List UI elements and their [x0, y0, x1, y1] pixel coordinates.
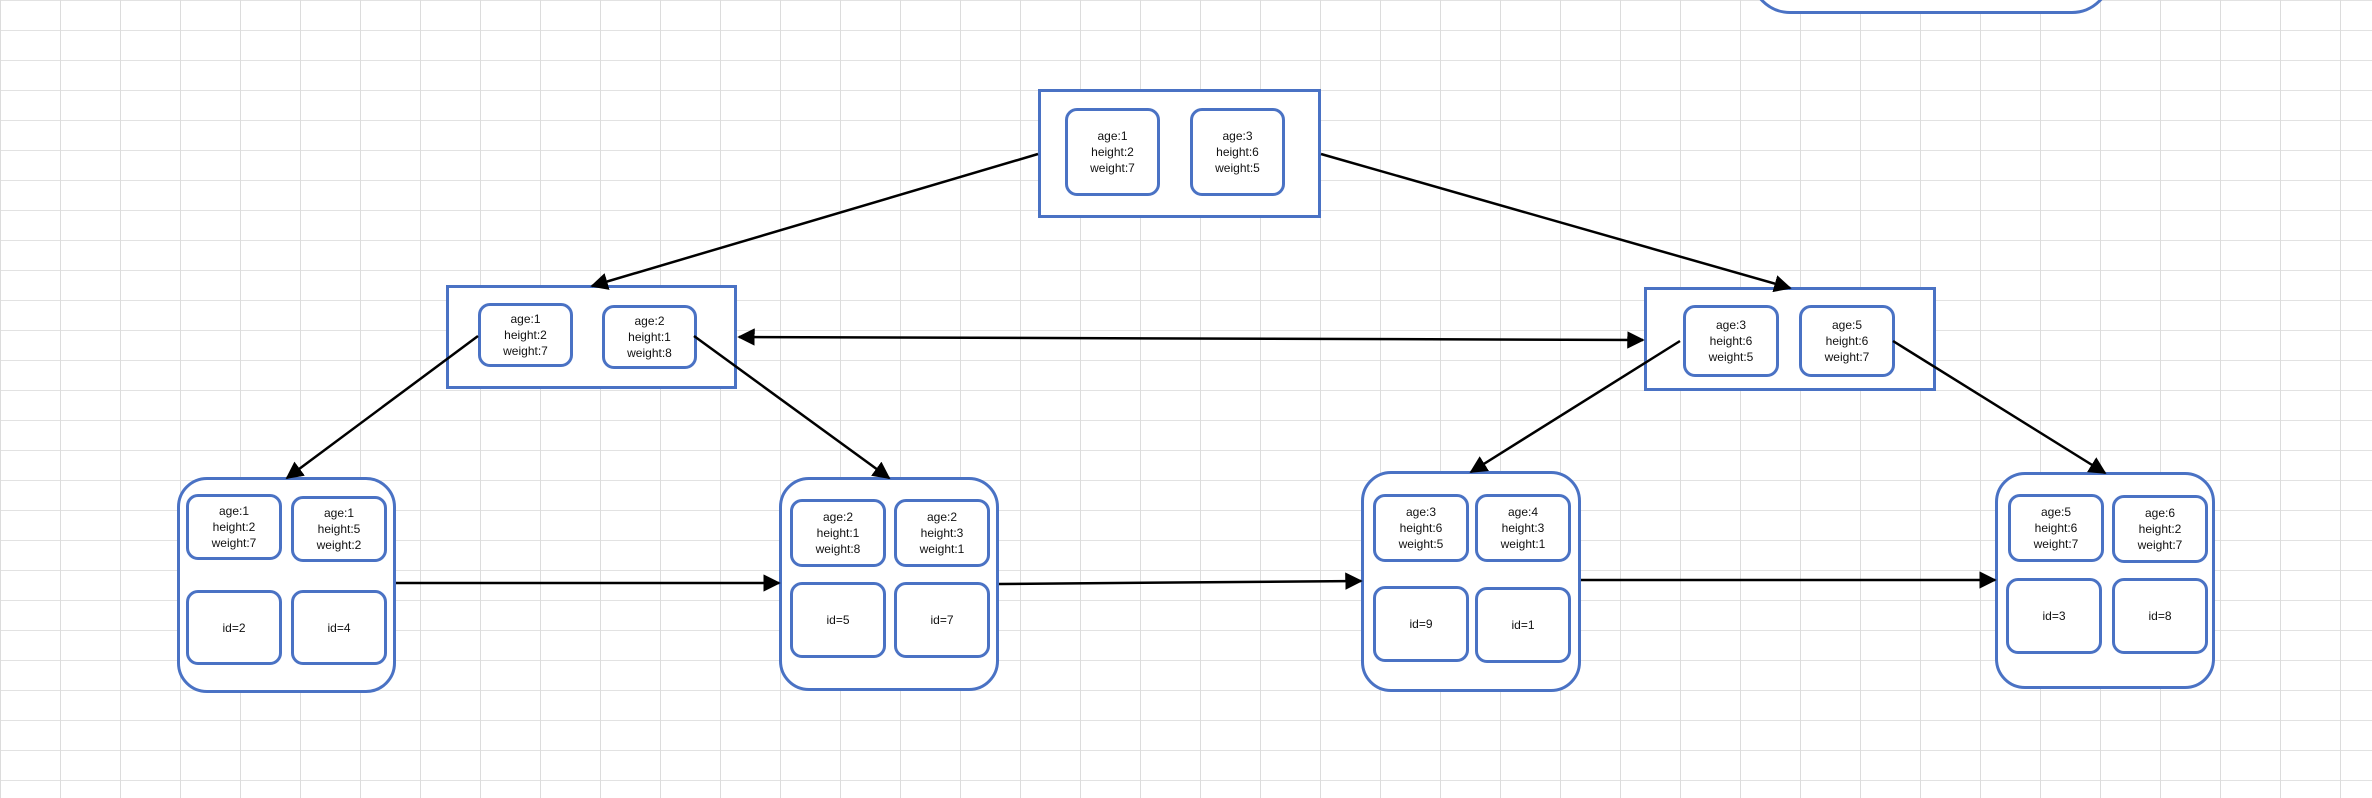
leaf4-id-2: id=8 — [2112, 578, 2208, 654]
inner-left-key-2: age:2 height:1 weight:8 — [602, 305, 697, 369]
key-weight: weight:8 — [815, 542, 861, 556]
leaf-node-4: age:5 height:6 weight:7 age:6 height:2 w… — [1995, 472, 2215, 689]
key-height: height:3 — [1501, 521, 1545, 535]
key-height: height:6 — [2034, 521, 2078, 535]
key-age: age:1 — [1097, 129, 1128, 143]
key-height: height:5 — [317, 522, 361, 536]
inner-left-key-1: age:1 height:2 weight:7 — [478, 303, 573, 367]
leaf1-key-1: age:1 height:2 weight:7 — [186, 494, 282, 560]
partial-shape-top-right — [1750, 0, 2112, 14]
edge-root-to-inner-left — [590, 152, 1039, 290]
key-height: height:2 — [504, 328, 547, 342]
leaf3-key-2: age:4 height:3 weight:1 — [1475, 494, 1571, 562]
leaf4-id-1: id=3 — [2006, 578, 2102, 654]
key-age: age:2 — [926, 510, 957, 524]
key-age: age:6 — [2144, 506, 2175, 520]
key-age: age:3 — [1715, 318, 1746, 332]
row-id: id=7 — [930, 613, 954, 627]
key-height: height:2 — [2138, 522, 2182, 536]
leaf2-id-1: id=5 — [790, 582, 886, 658]
leaf2-id-2: id=7 — [894, 582, 990, 658]
row-id: id=9 — [1409, 617, 1433, 631]
key-weight: weight:2 — [316, 538, 362, 552]
edge-root-to-inner-right — [1320, 152, 1792, 293]
key-age: age:2 — [822, 510, 853, 524]
key-height: height:1 — [816, 526, 860, 540]
key-weight: weight:5 — [1215, 161, 1260, 175]
edge-inner-left-inner-right — [737, 328, 1645, 349]
key-age: age:4 — [1507, 505, 1538, 519]
leaf-node-2: age:2 height:1 weight:8 age:2 height:3 w… — [779, 477, 999, 691]
key-weight: weight:7 — [211, 536, 257, 550]
key-weight: weight:1 — [919, 542, 965, 556]
inner-node-right: age:3 height:6 weight:5 age:5 height:6 w… — [1644, 287, 1936, 391]
leaf1-id-2: id=4 — [291, 590, 387, 665]
leaf1-key-2: age:1 height:5 weight:2 — [291, 496, 387, 562]
key-height: height:3 — [920, 526, 964, 540]
row-id: id=5 — [826, 613, 850, 627]
key-weight: weight:8 — [627, 346, 672, 360]
key-height: height:2 — [1091, 145, 1134, 159]
key-height: height:2 — [212, 520, 256, 534]
row-id: id=4 — [327, 620, 351, 635]
key-age: age:1 — [323, 506, 354, 520]
leaf-node-3: age:3 height:6 weight:5 age:4 height:3 w… — [1361, 471, 1581, 692]
leaf1-id-1: id=2 — [186, 590, 282, 665]
leaf4-key-2: age:6 height:2 weight:7 — [2112, 495, 2208, 563]
leaf3-key-1: age:3 height:6 weight:5 — [1373, 494, 1469, 562]
key-weight: weight:1 — [1500, 537, 1546, 551]
inner-right-key-1: age:3 height:6 weight:5 — [1683, 305, 1779, 377]
row-id: id=1 — [1511, 618, 1535, 632]
root-key-1: age:1 height:2 weight:7 — [1065, 108, 1160, 196]
key-height: height:1 — [628, 330, 671, 344]
row-id: id=3 — [2042, 609, 2066, 623]
leaf3-id-1: id=9 — [1373, 586, 1469, 662]
row-id: id=8 — [2148, 609, 2172, 623]
root-key-2: age:3 height:6 weight:5 — [1190, 108, 1285, 196]
key-height: height:6 — [1399, 521, 1443, 535]
leaf-node-1: age:1 height:2 weight:7 age:1 height:5 w… — [177, 477, 396, 693]
key-weight: weight:7 — [1090, 161, 1135, 175]
leaf3-id-2: id=1 — [1475, 587, 1571, 663]
key-age: age:5 — [2040, 505, 2071, 519]
key-height: height:6 — [1825, 334, 1869, 348]
key-height: height:6 — [1216, 145, 1259, 159]
key-age: age:3 — [1222, 129, 1253, 143]
key-weight: weight:5 — [1398, 537, 1444, 551]
key-weight: weight:5 — [1708, 350, 1754, 364]
key-weight: weight:7 — [503, 344, 548, 358]
key-height: height:6 — [1709, 334, 1753, 348]
key-weight: weight:7 — [2137, 538, 2183, 552]
key-weight: weight:7 — [2033, 537, 2079, 551]
leaf2-key-1: age:2 height:1 weight:8 — [790, 499, 886, 567]
key-age: age:2 — [634, 314, 665, 328]
leaf2-key-2: age:2 height:3 weight:1 — [894, 499, 990, 567]
key-age: age:3 — [1405, 505, 1436, 519]
row-id: id=2 — [222, 620, 246, 635]
inner-node-left: age:1 height:2 weight:7 age:2 height:1 w… — [446, 285, 737, 389]
key-age: age:1 — [218, 504, 249, 518]
leaf4-key-1: age:5 height:6 weight:7 — [2008, 494, 2104, 562]
key-age: age:5 — [1831, 318, 1862, 332]
edge-leaf-2-to-leaf-3 — [998, 572, 1363, 590]
key-age: age:1 — [510, 312, 541, 326]
inner-right-key-2: age:5 height:6 weight:7 — [1799, 305, 1895, 377]
key-weight: weight:7 — [1824, 350, 1870, 364]
root-node: age:1 height:2 weight:7 age:3 height:6 w… — [1038, 89, 1321, 218]
